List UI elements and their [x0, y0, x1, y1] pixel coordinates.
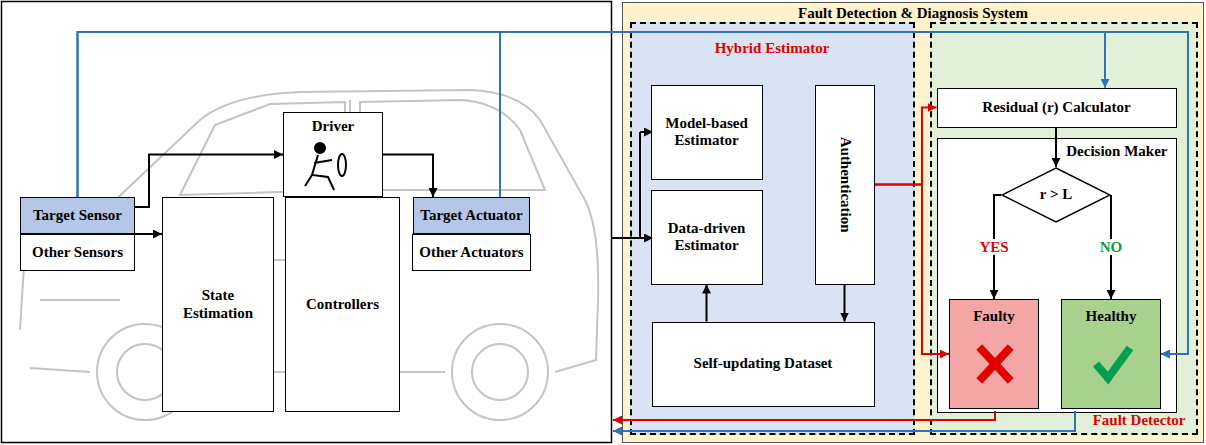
- rear-hub: [472, 344, 528, 400]
- sensor-box: Other Sensors: [20, 234, 135, 271]
- box-label: Target Sensor: [33, 207, 122, 224]
- region-heading: Decision Maker: [1066, 143, 1167, 160]
- input-wire: [640, 237, 653, 239]
- connector-arrow: [135, 233, 162, 235]
- box-label: Other Actuators: [419, 244, 523, 261]
- connector-arrow: [875, 108, 937, 185]
- estimator-region: Model-based EstimatorData-driven Estimat…: [630, 22, 915, 435]
- box-label: State Estimation: [168, 287, 268, 322]
- connector-arrow: [500, 32, 1105, 197]
- process-box: Controllers: [285, 197, 400, 412]
- box-label: Residual (r) Calculator: [982, 99, 1130, 116]
- system-panel: Model-based EstimatorData-driven Estimat…: [622, 2, 1204, 443]
- connector-arrow: [844, 285, 846, 322]
- input-wire: [612, 132, 640, 238]
- healthy-check: [1096, 348, 1130, 378]
- vehicle-panel: [2, 2, 612, 443]
- process-box: Authentication: [815, 85, 875, 285]
- connector-arrow: [875, 185, 950, 355]
- box-label: Controllers: [306, 296, 379, 313]
- fault-box: Faulty: [949, 299, 1039, 409]
- region-heading: Fault Detection & Diagnosis System: [798, 5, 1028, 22]
- diamond-shape: [1002, 168, 1110, 222]
- region-heading: Fault Detector: [1093, 412, 1186, 429]
- driver-box: Driver: [283, 112, 383, 197]
- actuator-box: Other Actuators: [412, 234, 530, 271]
- box-label: Target Actuator: [420, 207, 522, 224]
- decision-panel: r > L Faulty Healthy Decision Maker: [937, 138, 1177, 413]
- box-label: Authentication: [836, 137, 853, 233]
- process-box: Residual (r) Calculator: [937, 88, 1177, 128]
- box-label: Faulty: [973, 308, 1015, 325]
- box-label: Data-driven Estimator: [657, 220, 757, 255]
- process-box: Self-updating Dataset: [652, 322, 875, 407]
- actuator-box: Target Actuator: [413, 197, 530, 234]
- box-label: Model-based Estimator: [657, 115, 757, 150]
- edge-label: YES: [977, 239, 1010, 256]
- input-wire: [640, 131, 653, 133]
- process-box: Model-based Estimator: [651, 85, 763, 180]
- edge-label: NO: [1098, 239, 1125, 256]
- healthy-box: Healthy: [1061, 299, 1161, 409]
- fault-cross: [982, 350, 1008, 378]
- process-box: Data-driven Estimator: [651, 190, 763, 285]
- box-label: Other Sensors: [32, 244, 123, 261]
- healthy-feedback-wire: [613, 411, 1075, 431]
- region-heading: Hybrid Estimator: [715, 40, 830, 57]
- box-label: r > L: [1040, 186, 1072, 203]
- process-box: State Estimation: [162, 197, 274, 412]
- box-label: Driver: [312, 118, 354, 135]
- connector-arrow: [135, 155, 283, 208]
- box-label: Healthy: [1086, 308, 1137, 325]
- connector-arrow: [706, 285, 708, 322]
- connector-arrow: [78, 32, 1106, 197]
- connector-arrow: [1055, 128, 1057, 168]
- driver-icon: [305, 143, 346, 190]
- box-label: Self-updating Dataset: [694, 355, 833, 372]
- rear-wheel: [452, 324, 548, 420]
- connector-arrow: [78, 32, 1189, 354]
- detector-region: Residual (r) Calculator r > L Faulty Health…: [930, 22, 1198, 435]
- fault-feedback-wire: [613, 411, 995, 420]
- sensor-box: Target Sensor: [20, 197, 135, 234]
- connector-arrow: [500, 32, 1188, 354]
- decision-diamond: r > L: [1001, 167, 1111, 223]
- connector-arrow: [383, 155, 433, 198]
- car-outline: [20, 90, 598, 420]
